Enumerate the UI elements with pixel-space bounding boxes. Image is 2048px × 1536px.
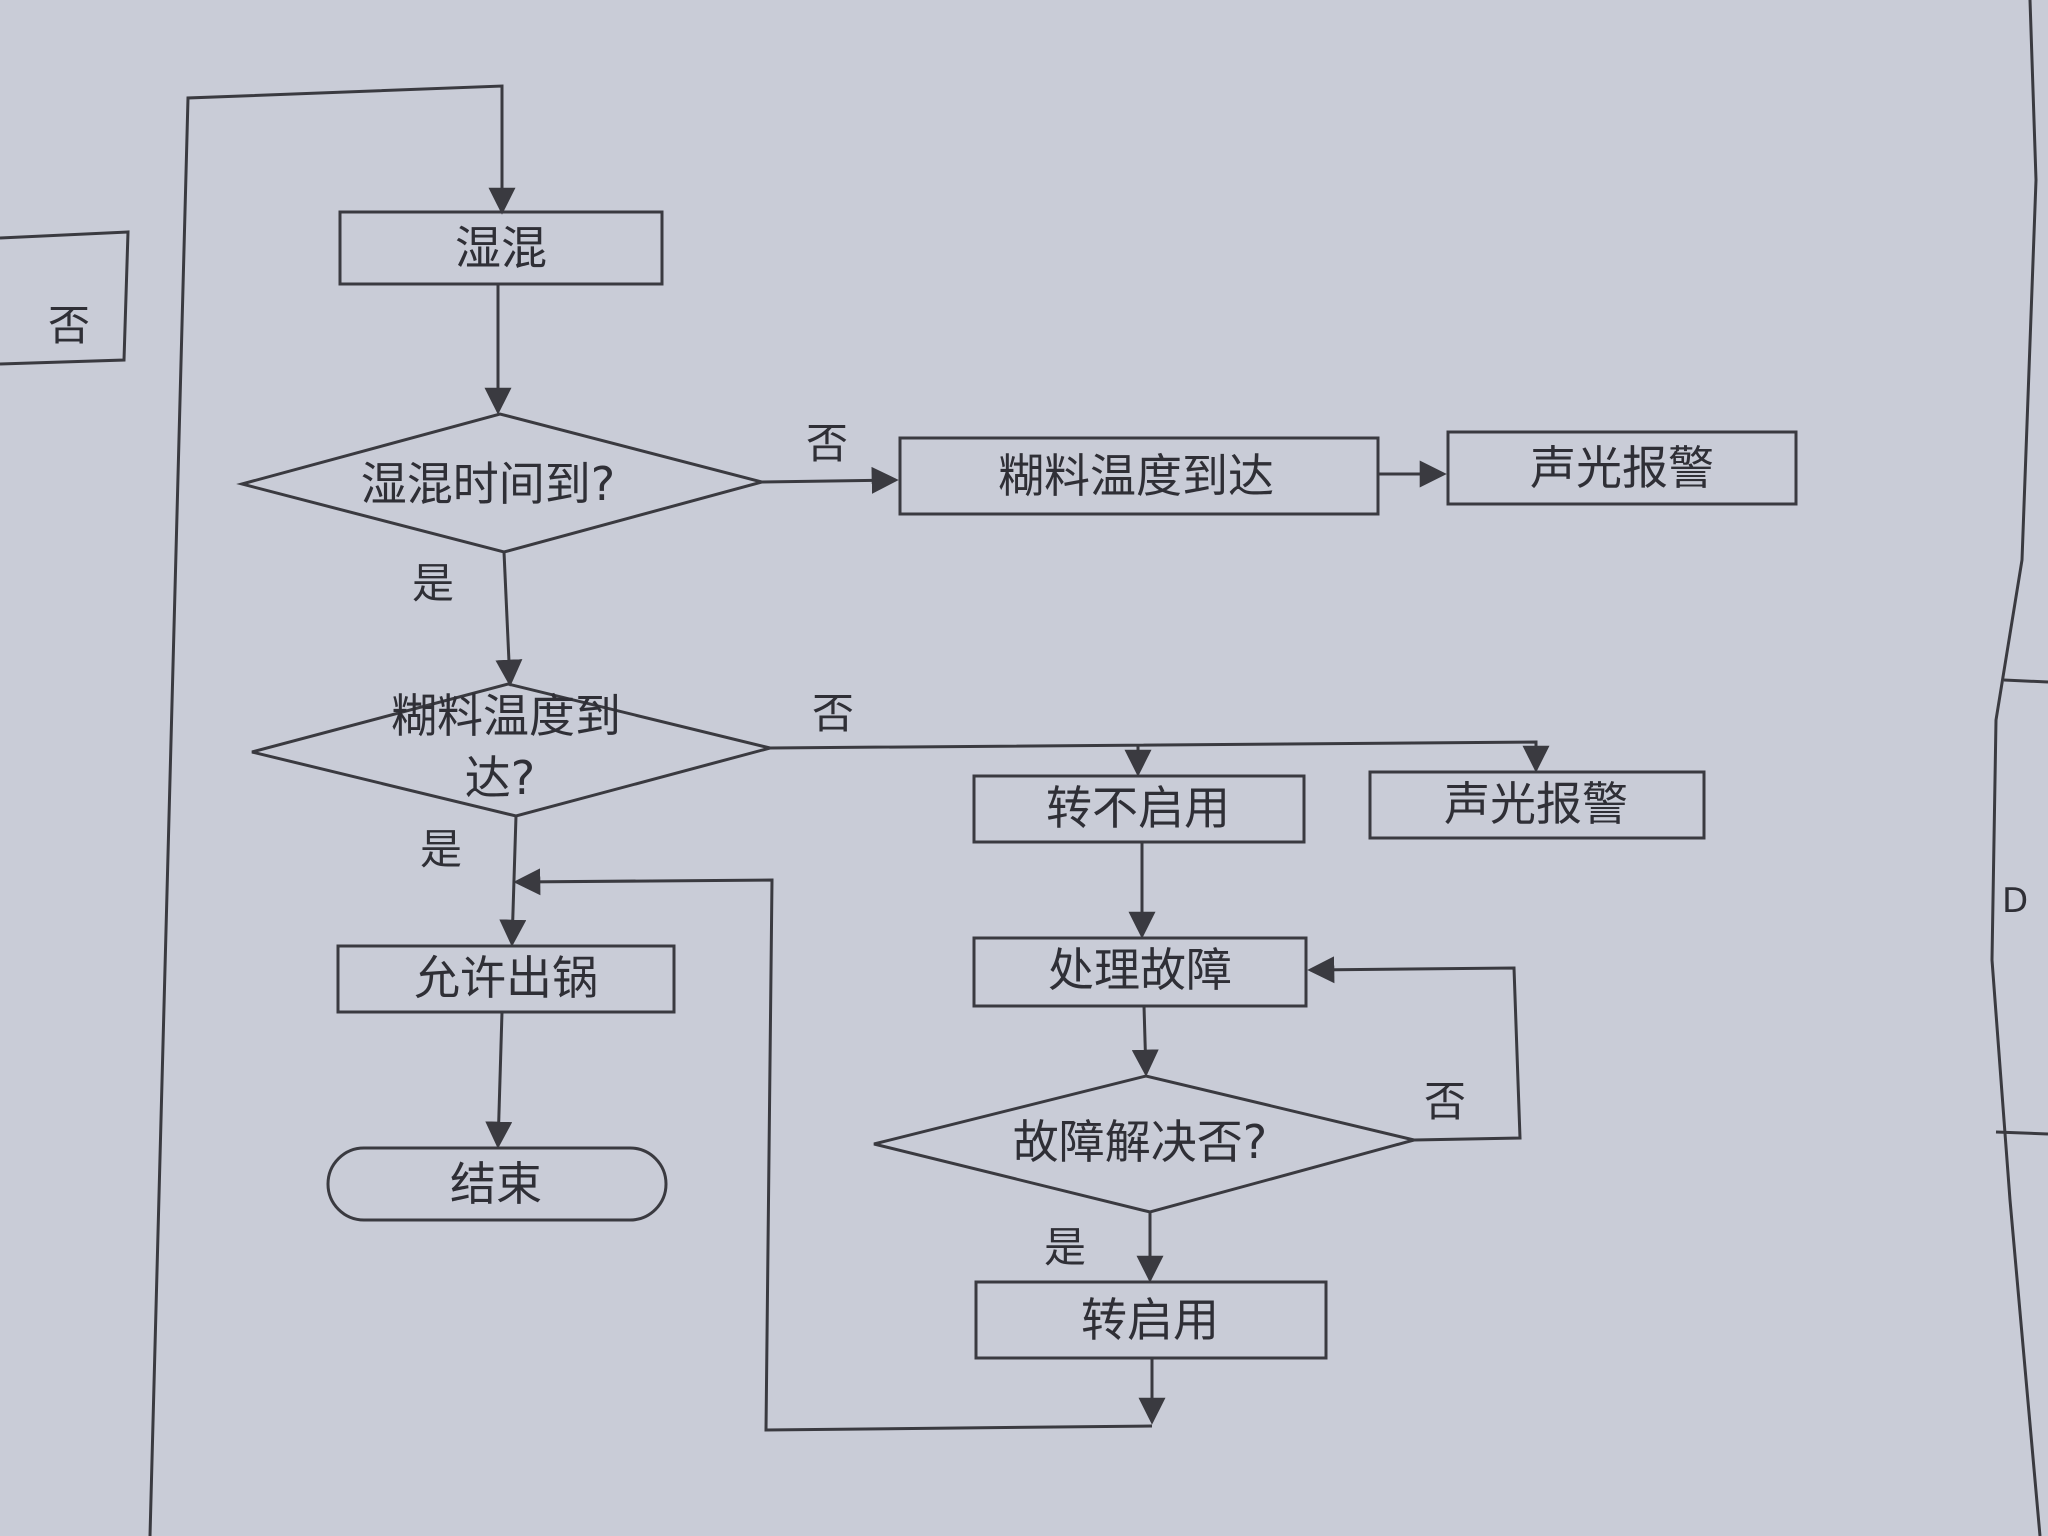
allow-discharge-text: 允许出锅 (414, 951, 598, 1005)
right-margin-letter: D (2002, 881, 2028, 921)
alarm-text-1: 声光报警 (1530, 441, 1714, 495)
right-margin-line-2 (1995, 1130, 2048, 1136)
arrow-no-to-alarm-2 (769, 740, 1550, 773)
arrow-to-fault-resolved (1131, 1005, 1159, 1077)
wet-mix-box (338, 210, 664, 286)
arrow-yes-to-allow-discharge (499, 815, 527, 947)
allow-discharge-box (336, 944, 676, 1014)
arrow-yes-to-temp-check (495, 551, 523, 687)
end-text: 结束 (450, 1157, 542, 1211)
switch-enable-text: 转启用 (1081, 1293, 1219, 1347)
left-margin-no-label: 否 (48, 301, 90, 350)
end-terminator (326, 1146, 668, 1222)
right-margin-line-1 (2003, 678, 2048, 684)
batter-temp-check-text-2: 达? (465, 751, 535, 805)
handle-fault-text: 处理故障 (1048, 943, 1232, 997)
switch-disable-text: 转不启用 (1046, 781, 1230, 835)
wet-mix-text: 湿混 (455, 221, 547, 275)
right-margin-curve (1990, 0, 2042, 1536)
batter-temp-check-text-1: 糊料温度到 (391, 689, 621, 743)
wet-mix-time-text: 湿混时间到? (361, 457, 615, 511)
arrow-to-end (485, 1011, 513, 1149)
loop-back-connector (148, 84, 516, 1536)
handle-fault-box (972, 936, 1308, 1008)
no-label-1: 否 (806, 419, 848, 468)
switch-disable-box (972, 774, 1306, 844)
batter-temp-action-box (898, 436, 1380, 516)
alarm-box-1 (1446, 430, 1798, 506)
batter-temp-action-text: 糊料温度到达 (998, 449, 1274, 503)
no-label-2: 否 (812, 689, 854, 738)
left-margin-box (0, 230, 130, 366)
alarm-box-2 (1368, 770, 1706, 840)
yes-label-2: 是 (420, 825, 462, 874)
alarm-text-2: 声光报警 (1444, 777, 1628, 831)
yes-label-1: 是 (412, 559, 454, 608)
fault-resolved-text: 故障解决否? (1013, 1115, 1267, 1169)
arrow-no-loop-to-handle-fault (1307, 956, 1522, 1142)
yes-label-3: 是 (1044, 1223, 1086, 1272)
arrow-return-to-allow-discharge (513, 868, 1153, 1432)
arrow-no-to-temp-action (761, 466, 899, 494)
no-label-3: 否 (1424, 1077, 1466, 1126)
